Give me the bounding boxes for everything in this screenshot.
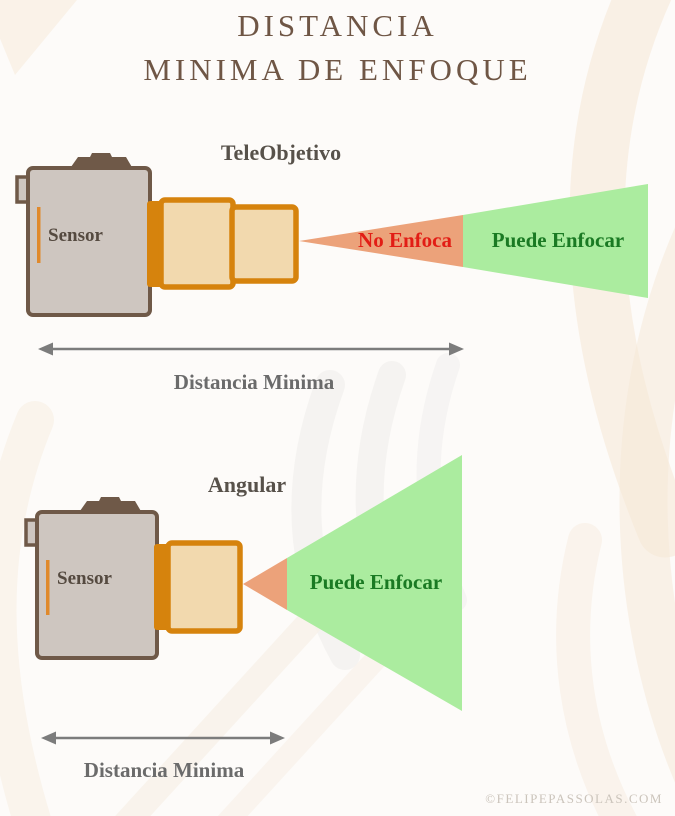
angular-lens-barrel (165, 540, 243, 634)
tele-sensor-line (37, 207, 41, 263)
angular-camera (24, 497, 243, 660)
angular-distance-label: Distancia Minima (83, 758, 245, 782)
background-swirl (556, 523, 637, 816)
tele-distance-arrow (38, 342, 464, 356)
tele-lens-barrel-1 (158, 197, 236, 290)
tele-can-focus-label: Puede Enfocar (491, 228, 625, 252)
angular-sensor-line (46, 560, 50, 615)
watermark: ©FELIPEPASSOLAS.COM (485, 791, 663, 806)
background-swirl (0, 0, 77, 75)
angular-can-focus-label: Puede Enfocar (309, 570, 443, 594)
angular-can-focus-cone (287, 455, 462, 711)
background-stripe (115, 587, 343, 816)
title-line-1: DISTANCIA (237, 8, 438, 43)
tele-distance-label: Distancia Minima (173, 370, 335, 394)
angular-sensor-label: Sensor (57, 568, 112, 589)
tele-lens-barrel-2 (229, 204, 299, 284)
tele-sensor-label: Sensor (48, 225, 103, 246)
title-line-2: MINIMA DE ENFOQUE (143, 52, 532, 87)
tele-section-label: TeleObjetivo (220, 140, 342, 165)
tele-no-focus-cone (299, 215, 463, 267)
angular-no-focus-cone (243, 558, 287, 610)
background-swirl (619, 227, 675, 783)
tele-camera (15, 153, 299, 317)
angular-section-label: Angular (207, 472, 287, 497)
background-swirl (0, 401, 54, 816)
tele-can-focus-cone (463, 184, 648, 298)
angular-distance-arrow (41, 731, 285, 745)
tele-no-focus-label: No Enfoca (358, 228, 452, 252)
